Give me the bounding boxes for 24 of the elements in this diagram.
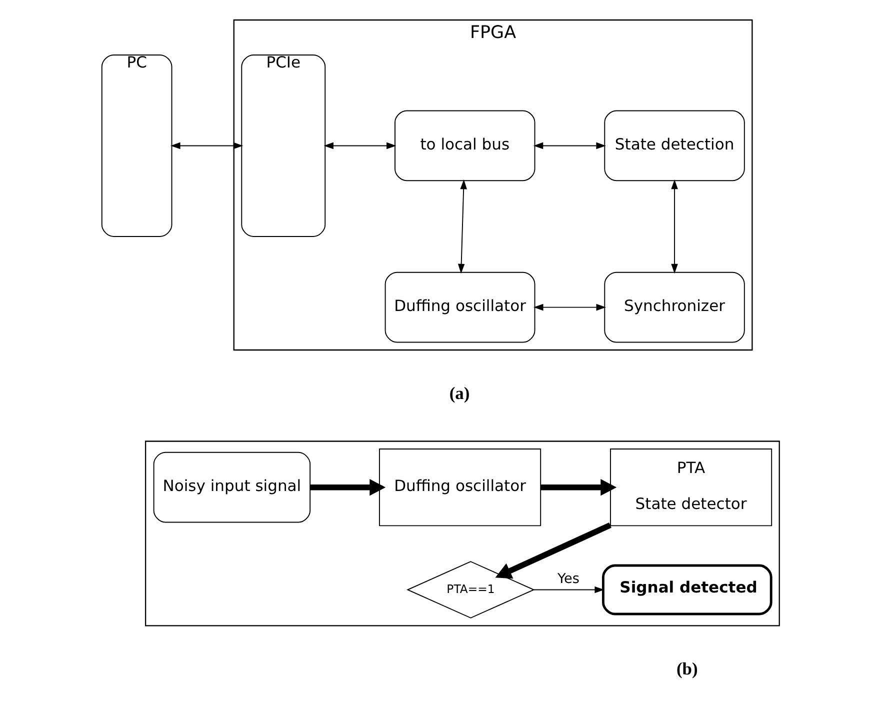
arrow bbox=[310, 478, 386, 496]
arrow bbox=[540, 478, 617, 496]
arrow bbox=[495, 522, 612, 579]
arrow bbox=[458, 179, 467, 274]
node-box: PC bbox=[101, 54, 172, 237]
node-box: Noisy input signal bbox=[153, 452, 311, 523]
edge-label: Yes bbox=[558, 571, 580, 588]
arrow bbox=[324, 142, 396, 150]
cluster bbox=[144, 440, 780, 626]
node-box: to local bus bbox=[394, 110, 536, 182]
node-box: PCIe bbox=[241, 54, 326, 237]
node-box: State detection bbox=[604, 110, 745, 182]
arrow bbox=[671, 179, 678, 274]
label: (a) bbox=[449, 382, 470, 403]
arrow bbox=[534, 304, 606, 311]
node-box: Duffing oscillator bbox=[378, 448, 542, 526]
arrow bbox=[170, 142, 244, 150]
node-box: Duffing oscillator bbox=[384, 272, 536, 343]
node-box: Synchronizer bbox=[604, 272, 745, 343]
node-box: Signal detected bbox=[602, 564, 772, 616]
label: (b) bbox=[676, 658, 698, 679]
arrow bbox=[533, 142, 606, 150]
arrow bbox=[533, 586, 604, 594]
node-box: PTA State detector bbox=[610, 448, 772, 526]
